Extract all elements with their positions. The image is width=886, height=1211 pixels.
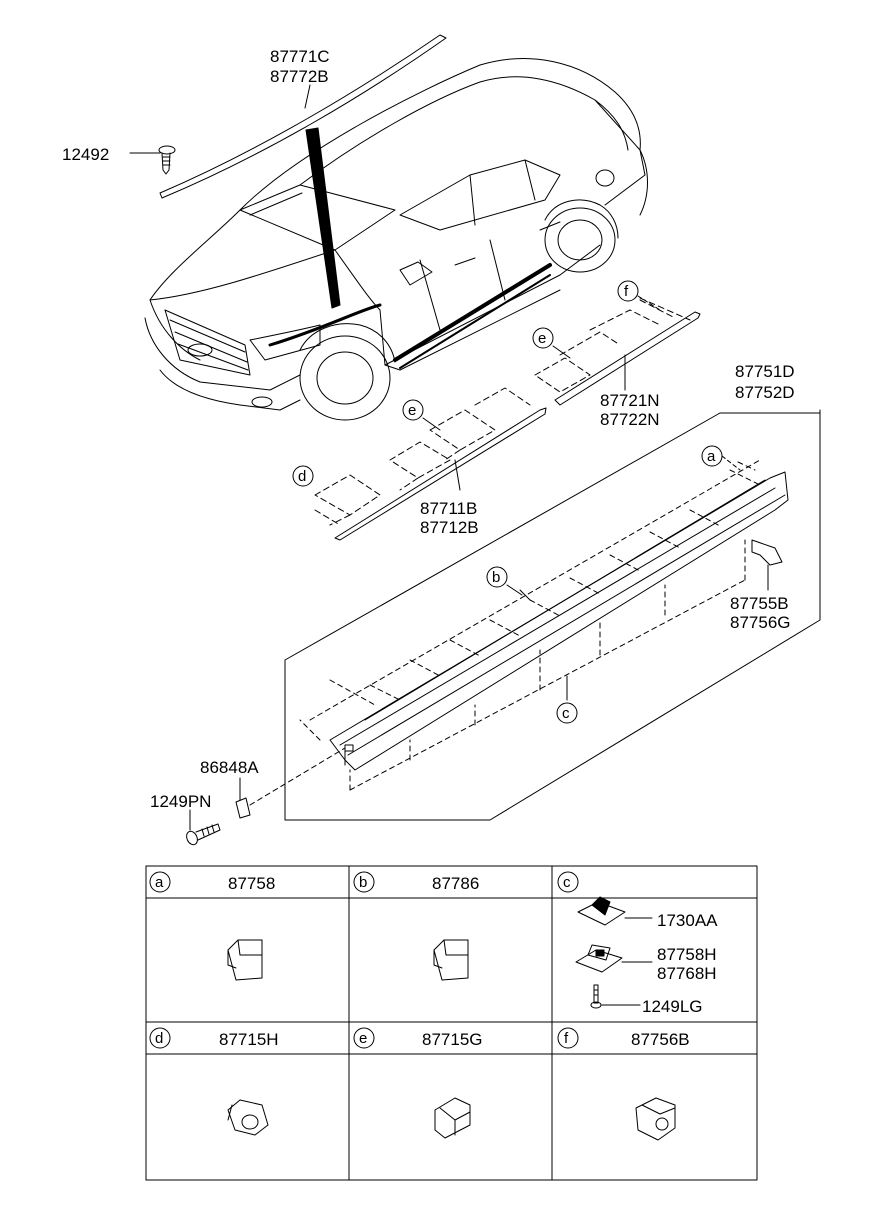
table-letter-e: e [359, 1030, 367, 1047]
letter-f: f [624, 283, 629, 300]
door-molding-front [314, 387, 547, 541]
letter-e-rear: e [538, 330, 546, 347]
parts-table [145, 865, 758, 1181]
side-sill-molding [299, 459, 789, 791]
table-letter-d: d [155, 1030, 163, 1047]
label-87711b: 87711B [420, 499, 477, 518]
labels: 87771C 87772B 12492 87711B 87712B 87721N… [62, 47, 795, 1049]
label-87722n: 87722N [600, 410, 660, 429]
door-molding-rear [534, 297, 701, 406]
label-87721n: 87721N [600, 391, 660, 410]
label-12492: 12492 [62, 145, 109, 164]
screw-1249pn [186, 809, 221, 846]
vehicle-illustration [144, 58, 648, 421]
bracket-87755b [751, 539, 783, 591]
clip-87758h-illustration [575, 944, 653, 973]
label-87772b: 87772B [270, 67, 329, 86]
letter-c: c [562, 705, 570, 722]
clip-87715g-illustration [434, 1097, 471, 1139]
letter-b: b [492, 569, 500, 586]
screw-12492 [129, 145, 176, 175]
screw-1249lg-illustration [590, 984, 641, 1009]
label-1249pn: 1249PN [150, 792, 211, 811]
label-86848a: 86848A [200, 758, 259, 777]
clip-1730aa-illustration [577, 896, 653, 926]
side-sill-frame [284, 409, 821, 821]
letter-circles [149, 280, 741, 1049]
letter-a: a [707, 448, 716, 465]
clip-87756b-illustration [635, 1097, 676, 1141]
label-87756g: 87756G [730, 613, 791, 632]
table-part-87758h: 87758H [657, 945, 717, 964]
label-87771c: 87771C [270, 47, 330, 66]
clip-87715h-illustration [227, 1099, 269, 1136]
letter-e-front: e [408, 402, 416, 419]
roof-molding [159, 34, 447, 199]
label-87752d: 87752D [735, 383, 795, 402]
clip-86848a [235, 747, 346, 819]
table-part-b: 87786 [432, 874, 479, 893]
table-part-f: 87756B [631, 1030, 690, 1049]
table-part-1249lg: 1249LG [642, 997, 703, 1016]
table-part-a: 87758 [228, 874, 275, 893]
table-letter-f: f [564, 1030, 569, 1047]
table-part-87768h: 87768H [657, 964, 717, 983]
letter-d: d [298, 468, 306, 485]
label-87751d: 87751D [735, 362, 795, 381]
table-part-d: 87715H [219, 1030, 279, 1049]
table-letter-a: a [155, 874, 164, 891]
table-part-e: 87715G [422, 1030, 483, 1049]
table-letter-b: b [359, 874, 367, 891]
clip-87786-illustration [433, 939, 469, 981]
label-87712b: 87712B [420, 518, 479, 537]
table-part-1730aa: 1730AA [657, 911, 718, 930]
table-letter-c: c [563, 874, 571, 891]
clip-87758-illustration [227, 939, 263, 981]
label-87755b: 87755B [730, 594, 789, 613]
